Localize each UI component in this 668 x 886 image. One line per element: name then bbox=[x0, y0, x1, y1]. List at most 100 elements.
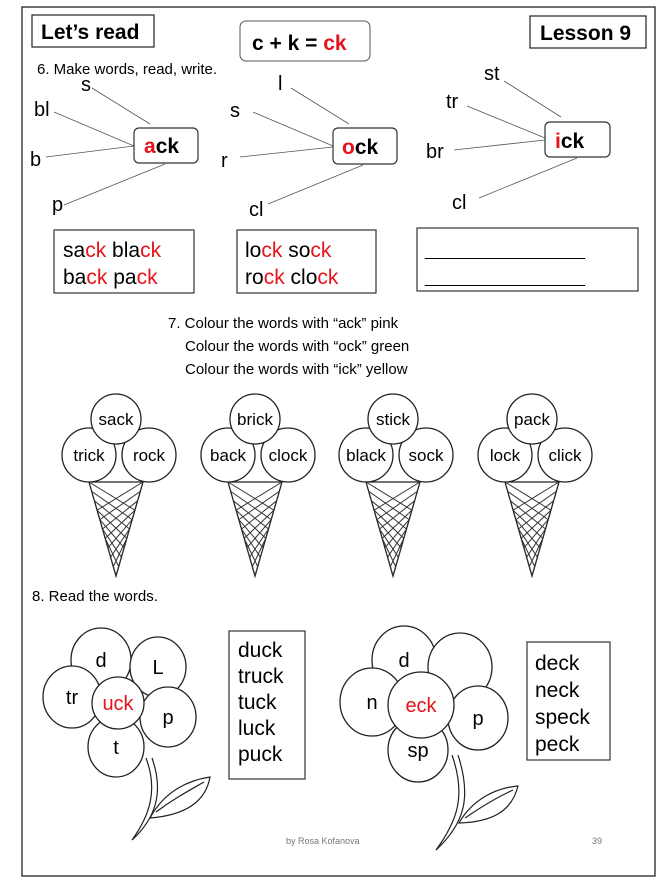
word: deck bbox=[535, 652, 580, 675]
cone-hatch bbox=[379, 500, 415, 530]
flower-ending: uck bbox=[102, 693, 134, 715]
letter: st bbox=[484, 63, 500, 85]
word: luck bbox=[238, 717, 276, 740]
flower-ending: eck bbox=[405, 695, 437, 717]
cone-hatch bbox=[389, 538, 405, 567]
cone-hatch bbox=[241, 528, 261, 558]
cone-hatch bbox=[249, 528, 269, 558]
word-stem: ba bbox=[63, 266, 87, 289]
ending-box-ick bbox=[544, 121, 611, 158]
letter: s bbox=[81, 74, 91, 96]
scoop-word: sack bbox=[99, 410, 134, 429]
cone-hatch bbox=[88, 481, 136, 511]
cone-hatch bbox=[110, 557, 117, 577]
cone-hatch bbox=[238, 490, 280, 521]
word-box-ack bbox=[53, 229, 195, 294]
cone-hatch bbox=[230, 490, 272, 521]
cone-hatch bbox=[99, 490, 141, 521]
ex8-instruction: 8. Read the words. bbox=[32, 588, 158, 605]
ending-box-ack bbox=[133, 127, 199, 164]
scoop-left[interactable] bbox=[200, 427, 256, 483]
letter: r bbox=[221, 150, 228, 172]
cone-hatch bbox=[96, 481, 144, 511]
word-stem: pa bbox=[113, 266, 137, 289]
scoop-left[interactable] bbox=[477, 427, 533, 483]
word-ending: ck bbox=[140, 239, 162, 262]
ex7-instruction-2: Colour the words with “ock” green bbox=[185, 338, 409, 355]
cone-hatch bbox=[235, 481, 283, 511]
ending-ock: ock bbox=[342, 136, 379, 159]
letter: b bbox=[30, 149, 41, 171]
page-border bbox=[21, 6, 656, 877]
scoop-top[interactable] bbox=[90, 393, 142, 445]
scoop-left[interactable] bbox=[61, 427, 117, 483]
scoop-word: pack bbox=[514, 410, 550, 429]
word-ending: ck bbox=[310, 239, 332, 262]
cone-hatch bbox=[110, 528, 130, 558]
formula-plain: c + k = bbox=[252, 32, 323, 55]
flower-center bbox=[387, 671, 455, 739]
scoop-right[interactable] bbox=[398, 427, 454, 483]
cone-hatch bbox=[526, 557, 533, 577]
cone-hatch bbox=[387, 557, 394, 577]
cone-hatch bbox=[365, 481, 413, 511]
cone-hatch bbox=[531, 557, 538, 577]
scoop-right[interactable] bbox=[537, 427, 593, 483]
cone-hatch bbox=[112, 538, 128, 567]
scoop-word: back bbox=[210, 446, 246, 465]
scoop-right[interactable] bbox=[121, 427, 177, 483]
cone-hatch bbox=[376, 490, 418, 521]
cone-hatch bbox=[526, 528, 546, 558]
ex7-instruction-3: Colour the words with “ick” yellow bbox=[185, 361, 408, 378]
letter: p bbox=[52, 194, 63, 216]
scoop-word: lock bbox=[490, 446, 521, 465]
word-row: lock sock bbox=[245, 239, 332, 262]
cone-hatch bbox=[91, 490, 133, 521]
word-stem: ro bbox=[245, 266, 264, 289]
scoop-word: trick bbox=[73, 446, 105, 465]
scoop-word: rock bbox=[133, 446, 166, 465]
cone-hatch bbox=[104, 509, 136, 539]
letter: l bbox=[278, 73, 282, 95]
scoop-right[interactable] bbox=[260, 427, 316, 483]
cone-hatch bbox=[373, 509, 405, 539]
cone-hatch bbox=[94, 500, 130, 530]
cone-hatch bbox=[96, 509, 128, 539]
word: speck bbox=[535, 706, 590, 729]
word-ending: ck bbox=[137, 266, 159, 289]
cone-hatch bbox=[518, 500, 554, 530]
cone-hatch bbox=[381, 509, 413, 539]
cone-hatch bbox=[518, 528, 538, 558]
word: truck bbox=[238, 665, 284, 688]
answer-line[interactable]: __________________ bbox=[424, 270, 586, 287]
scoop-left[interactable] bbox=[338, 427, 394, 483]
word-stem: clo bbox=[291, 266, 318, 289]
word: puck bbox=[238, 743, 283, 766]
scoop-word: stick bbox=[376, 410, 411, 429]
word-ending: ck bbox=[85, 239, 107, 262]
scoop-word: sock bbox=[409, 446, 444, 465]
scoop-top[interactable] bbox=[506, 393, 558, 445]
scoop-top[interactable] bbox=[367, 393, 419, 445]
word-stem: lo bbox=[245, 239, 261, 262]
answer-line[interactable]: __________________ bbox=[424, 243, 586, 260]
scoop-top[interactable] bbox=[229, 393, 281, 445]
ice-cream: trick rock sack bbox=[61, 393, 177, 579]
formula-red: ck bbox=[323, 32, 347, 55]
lesson-box bbox=[529, 15, 647, 49]
cone-hatch bbox=[249, 557, 256, 577]
letter: cl bbox=[452, 192, 466, 214]
ex7-instruction-1: 7. Colour the words with “ack” pink bbox=[168, 315, 399, 332]
cone-hatch bbox=[368, 490, 410, 521]
petal-letter: d bbox=[398, 650, 409, 672]
cone-hatch bbox=[520, 509, 552, 539]
cone-hatch bbox=[520, 538, 536, 567]
cone-hatch bbox=[515, 490, 557, 521]
